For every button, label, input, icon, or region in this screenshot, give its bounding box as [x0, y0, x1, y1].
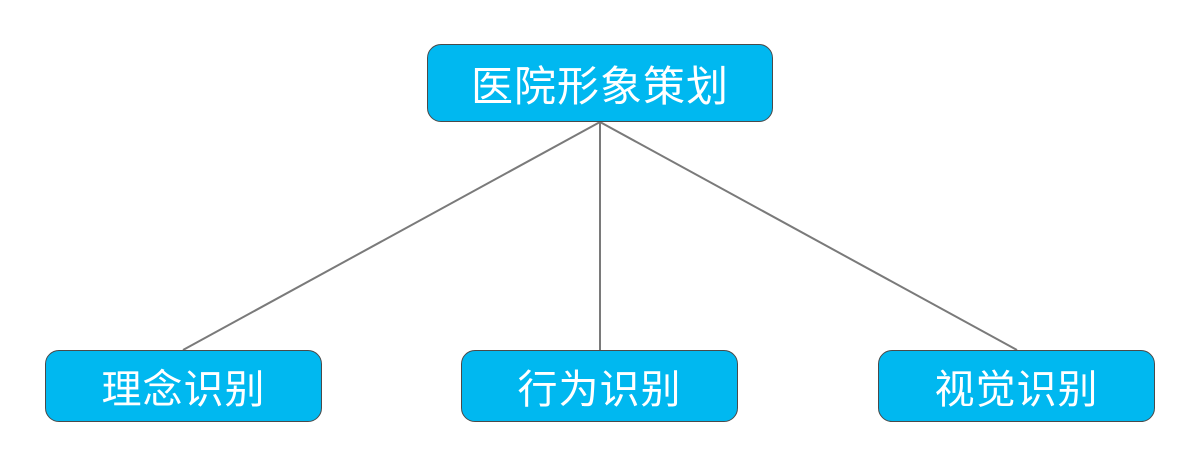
root-node: 医院形象策划 [427, 44, 773, 122]
child-node-label: 理念识别 [101, 367, 266, 413]
connector-root-to-child-3 [599, 121, 1018, 351]
child-node-concept-identity: 理念识别 [45, 350, 322, 422]
child-node-visual-identity: 视觉识别 [878, 350, 1155, 422]
root-node-label: 医院形象策划 [470, 61, 729, 111]
child-node-label: 视觉识别 [934, 367, 1099, 413]
child-node-behavior-identity: 行为识别 [461, 350, 738, 422]
child-node-label: 行为识别 [517, 367, 682, 413]
connector-root-to-child-1 [182, 121, 601, 351]
